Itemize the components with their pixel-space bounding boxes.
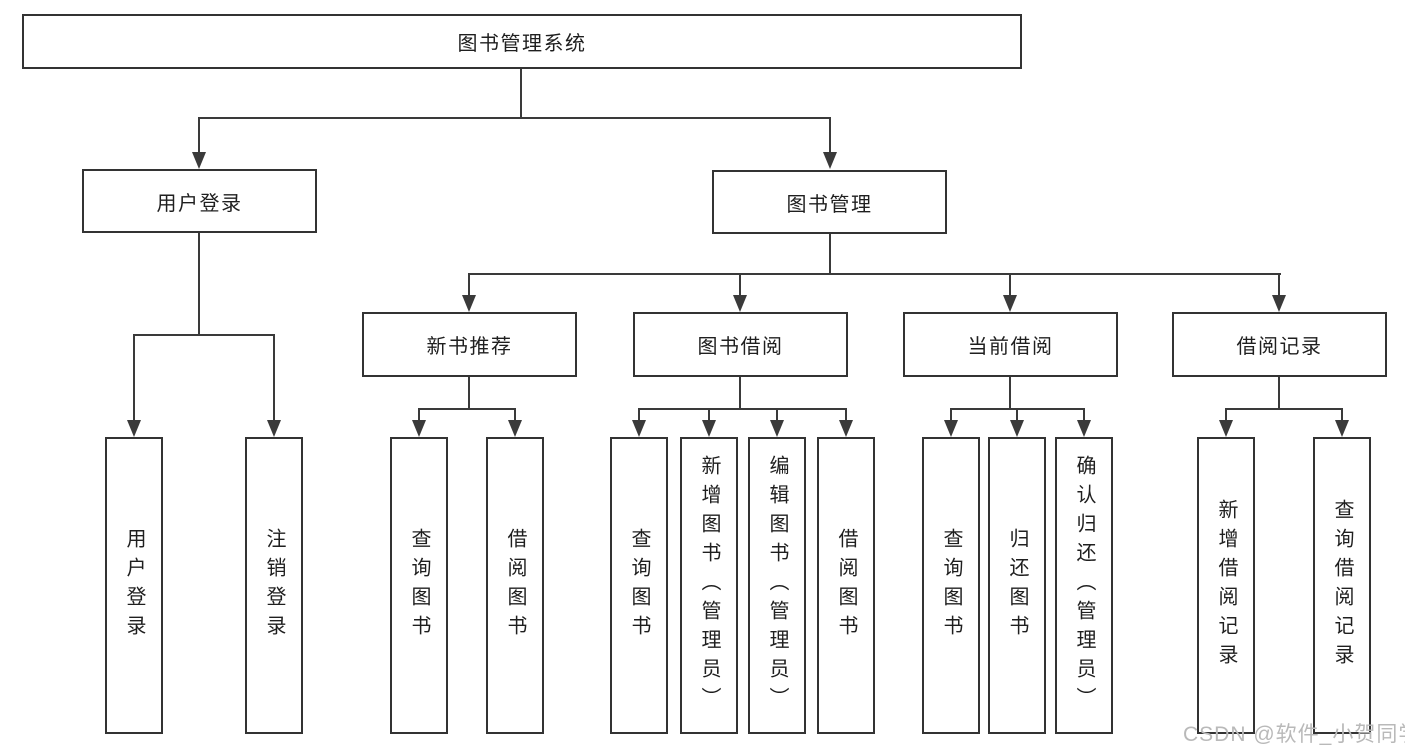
node-borrowing-records-label: 借阅记录 [1236,336,1323,358]
connector-line [1278,273,1280,297]
arrow-down-icon [632,420,646,437]
connector-line [1016,408,1018,422]
arrow-down-icon [1272,295,1286,312]
arrow-down-icon [944,420,958,437]
connector-line [273,334,275,422]
connector-line [468,273,470,297]
leaf-logout: 注销登录 [245,437,303,734]
connector-line [1009,273,1011,297]
connector-line [1083,408,1085,422]
node-user-login-label: 用户登录 [156,192,243,215]
leaf-query-books-recommend-label: 查询图书 [408,527,430,644]
leaf-query-borrow-record-label: 查询借阅记录 [1331,498,1353,673]
connector-line [133,334,135,422]
arrow-down-icon [1003,295,1017,312]
connector-line [1225,408,1227,422]
connector-line [638,408,640,422]
arrow-down-icon [508,420,522,437]
connector-line [1341,408,1343,422]
leaf-user-login-label: 用户登录 [123,527,145,644]
leaf-return-book-label: 归还图书 [1006,527,1028,644]
connector-line [739,273,741,297]
connector-line [638,408,846,410]
arrow-down-icon [770,420,784,437]
arrow-down-icon [1077,420,1091,437]
arrow-down-icon [823,152,837,169]
leaf-edit-book-admin: 编辑图书（管理员） [748,437,806,734]
node-book-borrowing: 图书借阅 [633,312,848,377]
arrow-down-icon [192,152,206,169]
connector-line [739,377,741,408]
leaf-user-login: 用户登录 [105,437,163,734]
leaf-borrow-books-recommend: 借阅图书 [486,437,544,734]
node-new-book-recommend: 新书推荐 [362,312,577,377]
node-root-label: 图书管理系统 [457,33,587,55]
connector-line [1278,377,1280,408]
connector-line [829,234,831,273]
connector-line [133,334,274,336]
leaf-confirm-return-admin: 确认归还（管理员） [1055,437,1113,734]
leaf-add-book-admin: 新增图书（管理员） [680,437,738,734]
connector-line [1225,408,1343,410]
connector-line [198,117,831,119]
leaf-borrow-books: 借阅图书 [817,437,875,734]
arrow-down-icon [702,420,716,437]
leaf-query-books-borrowing: 查询图书 [610,437,668,734]
node-root: 图书管理系统 [22,14,1022,69]
arrow-down-icon [733,295,747,312]
leaf-edit-book-admin-label: 编辑图书（管理员） [766,455,788,716]
arrow-down-icon [1010,420,1024,437]
arrow-down-icon [267,420,281,437]
connector-line [468,273,1281,275]
leaf-query-books-recommend: 查询图书 [390,437,448,734]
node-current-borrowing: 当前借阅 [903,312,1118,377]
leaf-query-books-current: 查询图书 [922,437,980,734]
connector-line [950,408,952,422]
watermark: CSDN @软件_小贺同学 [1183,723,1405,746]
node-new-book-recommend-label: 新书推荐 [426,336,513,358]
leaf-add-book-admin-label: 新增图书（管理员） [698,455,720,716]
connector-line [829,117,831,153]
leaf-query-books-current-label: 查询图书 [940,527,962,644]
connector-line [418,408,420,422]
connector-line [198,117,200,153]
node-borrowing-records: 借阅记录 [1172,312,1387,377]
connector-line [520,69,522,117]
leaf-borrow-books-recommend-label: 借阅图书 [504,527,526,644]
connector-line [198,233,200,334]
leaf-borrow-books-label: 借阅图书 [835,527,857,644]
connector-line [1009,377,1011,408]
node-book-management-label: 图书管理 [786,193,873,216]
arrow-down-icon [127,420,141,437]
node-user-login: 用户登录 [82,169,317,233]
connector-line [418,408,516,410]
connector-line [845,408,847,422]
leaf-add-borrow-record-label: 新增借阅记录 [1215,498,1237,673]
arrow-down-icon [412,420,426,437]
node-book-management: 图书管理 [712,170,947,234]
arrow-down-icon [839,420,853,437]
node-current-borrowing-label: 当前借阅 [967,336,1054,358]
arrow-down-icon [1219,420,1233,437]
leaf-confirm-return-admin-label: 确认归还（管理员） [1073,455,1095,716]
connector-line [708,408,710,422]
arrow-down-icon [1335,420,1349,437]
leaf-query-borrow-record: 查询借阅记录 [1313,437,1371,734]
leaf-add-borrow-record: 新增借阅记录 [1197,437,1255,734]
connector-line [468,377,470,408]
connector-line [514,408,516,422]
connector-line [776,408,778,422]
leaf-query-books-borrowing-label: 查询图书 [628,527,650,644]
arrow-down-icon [462,295,476,312]
leaf-return-book: 归还图书 [988,437,1046,734]
leaf-logout-label: 注销登录 [263,527,285,644]
node-book-borrowing-label: 图书借阅 [697,336,784,358]
